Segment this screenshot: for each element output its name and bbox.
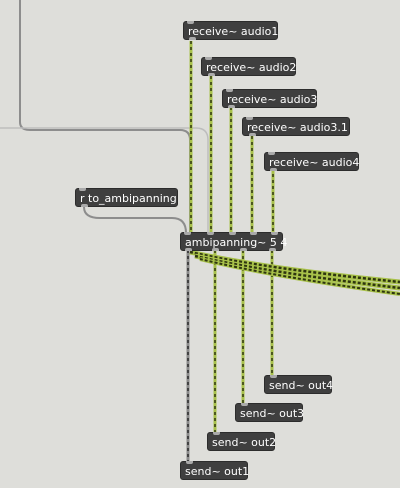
object-label: send~ out3 (240, 407, 305, 420)
object-label: r to_ambipanning (80, 192, 177, 205)
outlet[interactable] (208, 73, 215, 76)
inlet-1[interactable] (184, 232, 191, 235)
outlet[interactable] (270, 168, 277, 171)
inlet[interactable] (186, 461, 193, 464)
object-label: send~ out2 (212, 436, 277, 449)
patch-cord-r-to-ambipanning[interactable] (83, 206, 187, 234)
inlet[interactable] (187, 21, 194, 24)
object-label: receive~ audio4 (269, 156, 360, 169)
object-label: ambipanning~ 5 4 (185, 236, 288, 249)
receive-audio2-object[interactable]: receive~ audio2 (201, 57, 296, 76)
inlet[interactable] (241, 403, 248, 406)
patch-cord-control-2[interactable] (0, 127, 209, 233)
outlet[interactable] (189, 37, 196, 40)
outlet-4[interactable] (269, 248, 276, 251)
outlet-3[interactable] (240, 248, 247, 251)
patch-cord-control-1[interactable] (19, 0, 191, 233)
r-to-ambipanning-object[interactable]: r to_ambipanning (75, 188, 178, 207)
inlet[interactable] (226, 89, 233, 92)
inlet[interactable] (79, 188, 86, 191)
send-out1-object[interactable]: send~ out1 (180, 461, 250, 480)
object-label: receive~ audio1 (188, 25, 279, 38)
outlet[interactable] (249, 133, 256, 136)
inlet[interactable] (205, 57, 212, 60)
inlet-3[interactable] (229, 232, 236, 235)
inlet[interactable] (268, 152, 275, 155)
object-label: receive~ audio3 (227, 93, 318, 106)
inlet[interactable] (270, 375, 277, 378)
outlet[interactable] (81, 204, 88, 207)
inlet-4[interactable] (250, 232, 257, 235)
receive-audio1-object[interactable]: receive~ audio1 (183, 21, 278, 40)
signal-cords-in[interactable] (189, 41, 275, 233)
signal-cord-bundle-right[interactable] (189, 249, 400, 296)
object-label: send~ out4 (269, 379, 334, 392)
inlet[interactable] (246, 117, 253, 120)
ambipanning-object[interactable]: ambipanning~ 5 4 (180, 232, 287, 251)
send-out2-object[interactable]: send~ out2 (207, 432, 277, 451)
outlet-2[interactable] (212, 248, 219, 251)
inlet-2[interactable] (207, 232, 214, 235)
receive-audio4-object[interactable]: receive~ audio4 (264, 152, 359, 171)
outlet[interactable] (228, 105, 235, 108)
object-label: send~ out1 (185, 465, 250, 478)
receive-audio3-1-object[interactable]: receive~ audio3.1 (242, 117, 350, 136)
object-label: receive~ audio3.1 (247, 121, 348, 134)
signal-cords-out[interactable] (186, 250, 274, 462)
inlet[interactable] (213, 432, 220, 435)
outlet-1[interactable] (185, 248, 192, 251)
inlet-5[interactable] (271, 232, 278, 235)
send-out3-object[interactable]: send~ out3 (235, 403, 305, 422)
send-out4-object[interactable]: send~ out4 (264, 375, 334, 394)
object-label: receive~ audio2 (206, 61, 297, 74)
receive-audio3-object[interactable]: receive~ audio3 (222, 89, 317, 108)
